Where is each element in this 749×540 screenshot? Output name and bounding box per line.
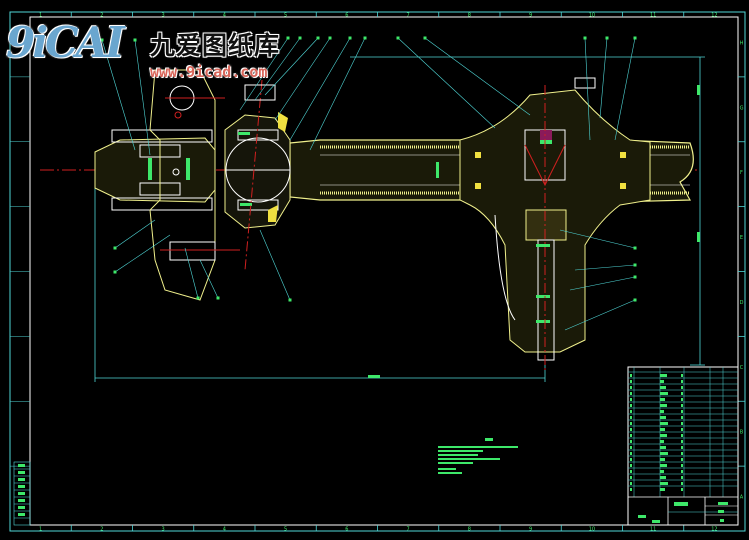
part-balloon — [396, 36, 400, 40]
part-balloon — [363, 36, 367, 40]
technical-notes — [438, 438, 518, 474]
part-balloon — [423, 36, 427, 40]
zone-number: 2 — [100, 13, 103, 19]
part-balloon — [316, 36, 320, 40]
revision-table — [13, 461, 31, 526]
zone-number: 9 — [529, 527, 532, 533]
leader-line — [424, 37, 531, 116]
leader-line — [101, 39, 136, 151]
zone-letter: B — [740, 430, 744, 436]
part-balloon — [605, 36, 609, 40]
zone-number: 11 — [650, 527, 656, 533]
zone-number: 10 — [589, 527, 595, 533]
zone-number: 8 — [468, 13, 471, 19]
leader-line — [614, 37, 636, 141]
part-balloon — [633, 298, 637, 302]
leader-line — [254, 37, 301, 101]
zone-letter: D — [740, 300, 744, 306]
leader-line — [569, 276, 636, 291]
differential-housing — [459, 77, 651, 370]
leader-line — [114, 234, 171, 273]
zone-letter: C — [740, 365, 744, 371]
leader-line — [264, 37, 319, 96]
logo-mark: 9iCAI — [6, 18, 125, 67]
wheel-hub-assembly — [94, 69, 240, 301]
zone-number: 7 — [407, 13, 410, 19]
leader-line — [559, 229, 636, 249]
part-balloon — [196, 296, 200, 300]
part-balloon — [298, 36, 302, 40]
steering-knuckle-joint — [224, 79, 291, 271]
zone-number: 5 — [284, 527, 287, 533]
zone-letter: F — [740, 170, 743, 176]
part-balloon — [286, 36, 290, 40]
leader-line — [259, 229, 291, 301]
dimension-lines — [94, 56, 705, 382]
zone-number: 10 — [589, 13, 595, 19]
parts-list-title-block — [627, 366, 739, 526]
zone-number: 12 — [711, 13, 717, 19]
part-balloon — [583, 36, 587, 40]
part-balloon — [100, 38, 104, 42]
leader-line — [184, 247, 199, 299]
leader-line — [564, 299, 636, 331]
leader-line — [309, 37, 366, 151]
part-balloon — [633, 36, 637, 40]
zone-number: 6 — [345, 527, 348, 533]
zone-number: 5 — [284, 13, 287, 19]
zone-letter: A — [740, 495, 744, 501]
leader-line — [274, 37, 331, 121]
part-balloon — [113, 246, 117, 250]
leader-line — [397, 37, 496, 129]
zone-number: 4 — [223, 527, 226, 533]
zone-letter: G — [740, 105, 744, 111]
zone-number: 1 — [39, 527, 42, 533]
leader-line — [599, 37, 608, 119]
zone-number: 6 — [345, 13, 348, 19]
leader-line — [114, 219, 156, 249]
leader-line — [574, 264, 636, 271]
part-balloon — [216, 296, 220, 300]
leader-line — [134, 39, 151, 156]
part-balloon — [288, 298, 292, 302]
part-balloon — [633, 246, 637, 250]
part-leader-lines — [100, 36, 637, 331]
zone-number: 3 — [162, 13, 165, 19]
zone-number: 9 — [529, 13, 532, 19]
logo-url: www.9icad.com — [150, 63, 268, 81]
part-balloon — [633, 263, 637, 267]
leader-line — [584, 37, 591, 141]
part-balloon — [633, 275, 637, 279]
zone-number: 11 — [650, 13, 656, 19]
zone-number: 2 — [100, 527, 103, 533]
logo-name: 九爱图纸库 — [150, 31, 281, 60]
part-balloon — [348, 36, 352, 40]
leader-line — [199, 259, 219, 299]
zone-number: 8 — [468, 527, 471, 533]
leader-line — [239, 37, 289, 111]
part-balloon — [113, 270, 117, 274]
part-balloon — [328, 36, 332, 40]
part-balloon — [133, 38, 137, 42]
zone-letter: H — [740, 40, 744, 46]
zone-number: 3 — [162, 527, 165, 533]
leader-line — [289, 37, 351, 141]
site-watermark-logo: 9iCAI 九爱图纸库 www.9icad.com — [0, 19, 300, 89]
zone-number: 12 — [711, 527, 717, 533]
zone-number: 1 — [39, 13, 42, 19]
zone-number: 7 — [407, 527, 410, 533]
zone-number: 4 — [223, 13, 226, 19]
zone-letter: E — [740, 235, 743, 241]
